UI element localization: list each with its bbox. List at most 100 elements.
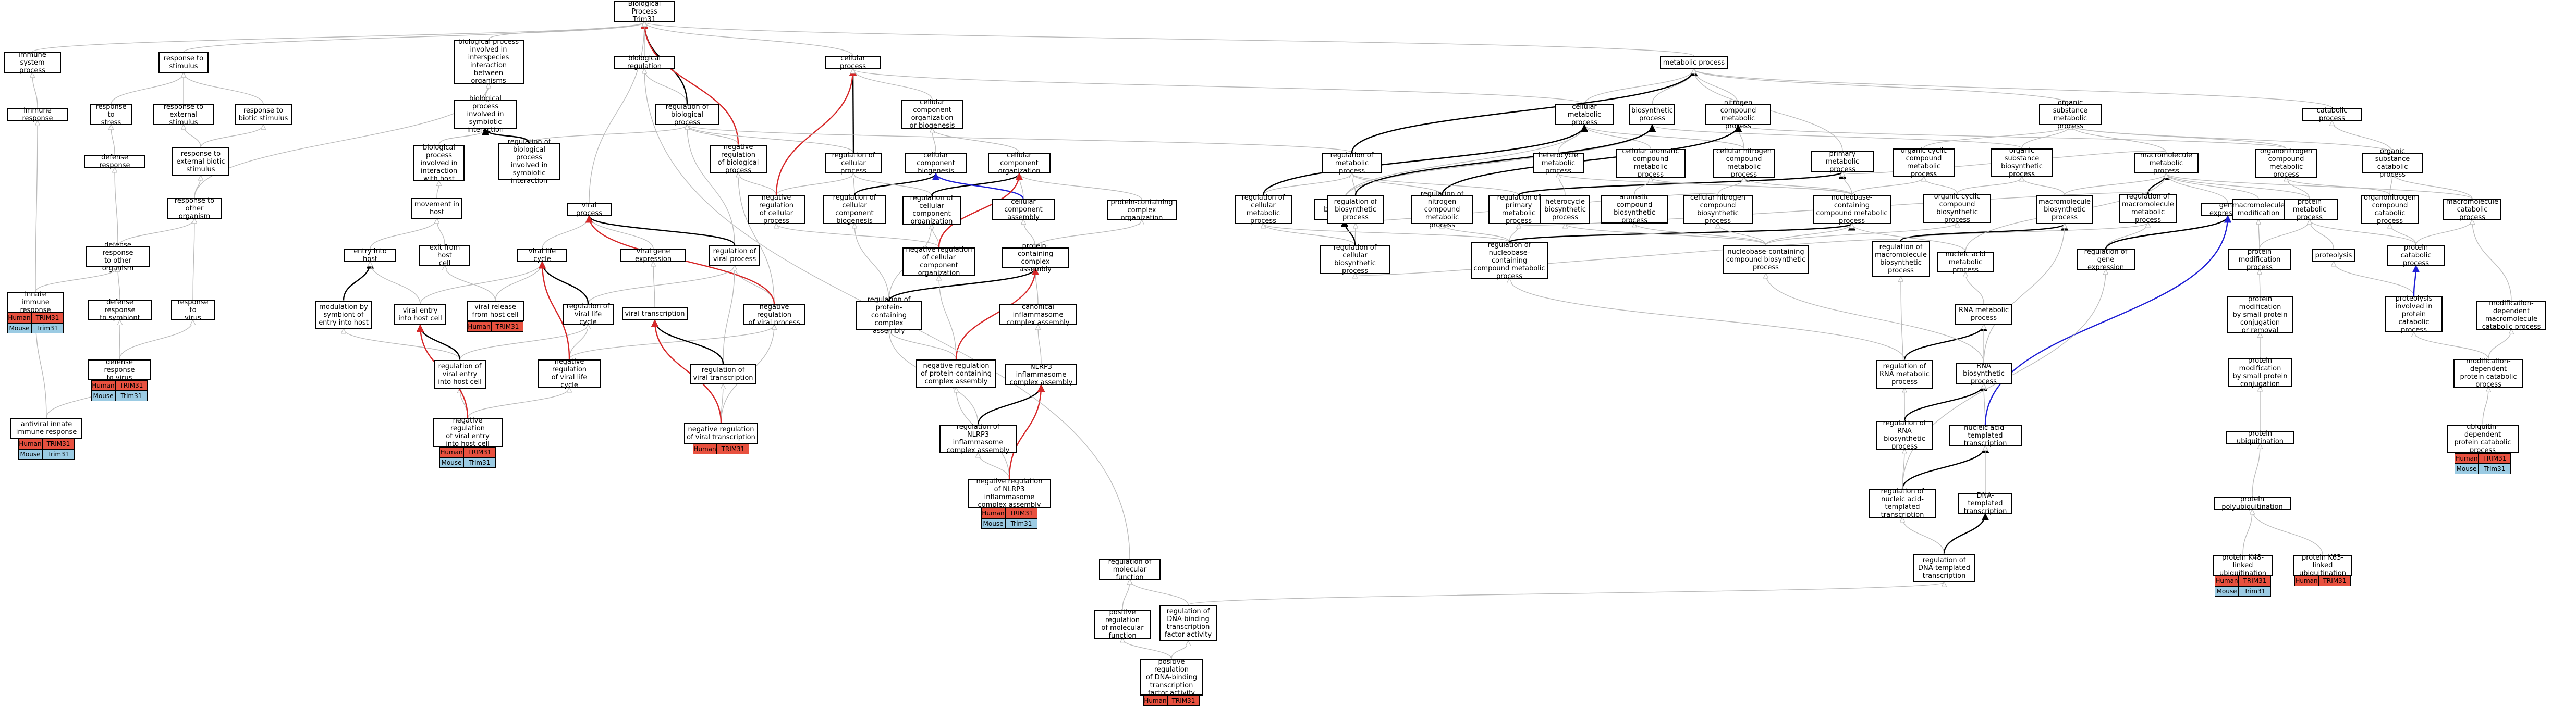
go-term-ppu[interactable]: protein polyubiquitination <box>2214 495 2291 511</box>
go-term-drv[interactable]: defense response to virus <box>88 358 151 382</box>
gene-symbol[interactable]: Trim31 <box>463 457 496 468</box>
go-term-nrnlrp3[interactable]: negative regulation of NLRP3 inflammasom… <box>968 478 1051 509</box>
go-term-pmod[interactable]: protein modification process <box>2228 248 2291 271</box>
go-term-vp[interactable]: viral process <box>567 202 612 217</box>
go-term-rvlc[interactable]: regulation of viral life cycle <box>563 303 614 326</box>
go-term-rmbp[interactable]: regulation of macromolecule biosynthetic… <box>1872 241 1930 277</box>
go-term-mmp[interactable]: macromolecule metabolic process <box>2134 152 2199 175</box>
go-term-mdpcp[interactable]: modification-dependent protein catabolic… <box>2453 357 2523 389</box>
gene-symbol[interactable]: Trim31 <box>2479 463 2511 474</box>
go-term-vge[interactable]: viral gene expression <box>620 247 686 263</box>
go-term-rpmp[interactable]: regulation of primary metabolic process <box>1488 194 1549 225</box>
go-term-rrmp[interactable]: regulation of RNA metabolic process <box>1876 359 1933 389</box>
go-term-rbp[interactable]: regulation of biological process <box>655 103 719 127</box>
go-term-cp[interactable]: cellular process <box>825 55 881 70</box>
go-term-rnatt[interactable]: regulation of nucleic acid-templated tra… <box>1869 488 1936 519</box>
go-term-mbp[interactable]: macromolecule biosynthetic process <box>2036 195 2093 224</box>
go-term-mih[interactable]: movement in host <box>411 198 462 219</box>
gene-symbol[interactable]: TRIM31 <box>2239 576 2271 586</box>
go-term-dtt[interactable]: DNA-templated transcription <box>1958 492 2012 515</box>
go-term-pmp[interactable]: primary metabolic process <box>1811 150 1874 173</box>
go-term-prot[interactable]: proteolysis <box>2312 249 2355 262</box>
go-term-rnamp[interactable]: RNA metabolic process <box>1955 304 2012 325</box>
go-term-nrbp[interactable]: negative regulation of biological proces… <box>710 143 767 175</box>
go-term-rmf[interactable]: regulation of molecular function <box>1099 558 1161 581</box>
go-term-rbs[interactable]: response to biotic stimulus <box>235 104 292 125</box>
go-term-rbsp2[interactable]: RNA biosynthetic process <box>1956 362 2012 386</box>
go-term-rv[interactable]: response to virus <box>171 299 215 322</box>
go-term-osmp[interactable]: organic substance metabolic process <box>2039 99 2102 130</box>
go-term-pcco[interactable]: protein-containing complex organization <box>1107 199 1177 222</box>
gene-symbol[interactable]: Trim31 <box>2239 586 2271 597</box>
go-term-cncbp[interactable]: cellular nitrogen compound biosynthetic … <box>1683 194 1753 225</box>
go-term-occmp[interactable]: organic cyclic compound metabolic proces… <box>1893 147 1955 178</box>
go-term-nrvp[interactable]: negative regulation of viral process <box>743 303 805 327</box>
go-term-vlc[interactable]: viral life cycle <box>517 247 567 263</box>
go-term-mdmcp[interactable]: modification-dependent macromolecule cat… <box>2476 300 2546 331</box>
go-term-pmspc[interactable]: protein modification by small protein co… <box>2228 357 2292 388</box>
go-term-nrcco[interactable]: negative regulation of cellular componen… <box>902 246 975 277</box>
go-term-catp[interactable]: catabolic process <box>2302 107 2362 122</box>
go-term-rbpisi[interactable]: regulation of biological process involve… <box>498 138 560 185</box>
gene-symbol[interactable]: TRIM31 <box>2318 576 2351 586</box>
go-term-rts[interactable]: response to stimulus <box>158 52 209 73</box>
gene-symbol[interactable]: TRIM31 <box>1005 507 1037 518</box>
go-term-cca[interactable]: cellular component assembly <box>992 198 1055 221</box>
go-term-rcp[interactable]: regulation of cellular process <box>825 152 882 175</box>
go-term-rdbtfa[interactable]: regulation of DNA-binding transcription … <box>1159 605 1217 641</box>
go-term-iss[interactable]: immune system process <box>4 51 61 75</box>
go-term-rveihc[interactable]: regulation of viral entry into host cell <box>434 359 486 389</box>
gene-symbol[interactable]: TRIM31 <box>31 313 64 323</box>
go-term-veihc[interactable]: viral entry into host cell <box>394 304 446 325</box>
go-term-aiir[interactable]: antiviral innate immune response <box>10 418 82 439</box>
go-term-nlrp3[interactable]: NLRP3 inflammasome complex assembly <box>1005 363 1077 387</box>
go-term-rvp[interactable]: regulation of viral process <box>709 245 760 266</box>
go-term-cmp[interactable]: cellular metabolic process <box>1555 103 1614 127</box>
go-term-mm[interactable]: macromolecule modification <box>2232 199 2285 220</box>
go-term-nccmp[interactable]: nucleobase-containing compound metabolic… <box>1813 194 1891 225</box>
go-term-rncmp[interactable]: regulation of nitrogen compound metaboli… <box>1411 190 1473 229</box>
go-term-hbp[interactable]: heterocycle biosynthetic process <box>1540 195 1590 224</box>
go-term-bsp[interactable]: biosynthetic process <box>1629 104 1675 125</box>
go-term-pmsp[interactable]: protein modification by small protein co… <box>2227 295 2293 334</box>
go-term-tfh[interactable]: exit from host cell <box>419 244 470 267</box>
go-term-cco[interactable]: cellular component organization <box>988 152 1051 175</box>
go-term-namp[interactable]: nucleic acid metabolic process <box>1937 251 1994 274</box>
go-term-dr[interactable]: defense response <box>84 154 145 169</box>
gene-symbol[interactable]: TRIM31 <box>42 439 75 449</box>
go-term-k48[interactable]: protein K48-linked ubiquitination <box>2213 554 2273 577</box>
go-term-rto[interactable]: response to other organism <box>167 197 222 220</box>
go-term-hmp[interactable]: heterocycle metabolic process <box>1533 152 1584 175</box>
go-term-camp[interactable]: cellular aromatic compound metabolic pro… <box>1616 147 1686 179</box>
go-term-ccob[interactable]: cellular component organization or bioge… <box>901 98 963 130</box>
go-term-rmmp[interactable]: regulation of macromolecule metabolic pr… <box>2119 193 2177 224</box>
go-term-mp[interactable]: metabolic process <box>1660 56 1728 69</box>
gene-symbol[interactable]: Trim31 <box>42 449 75 460</box>
go-term-vt[interactable]: viral transcription <box>622 307 688 320</box>
go-term-nrvlc[interactable]: negative regulation of viral life cycle <box>538 358 601 389</box>
go-term-bpisi[interactable]: biological process involved in symbiotic… <box>454 95 517 134</box>
go-term-oscp[interactable]: organic substance catabolic process <box>2362 147 2423 179</box>
go-term-drs[interactable]: defense response to symbiont <box>88 299 152 322</box>
go-term-pcca[interactable]: protein-containing complex assembly <box>1002 242 1069 274</box>
gene-symbol[interactable]: TRIM31 <box>2479 453 2511 464</box>
go-term-ir[interactable]: immune response <box>7 107 68 122</box>
gene-symbol[interactable]: TRIM31 <box>491 321 523 332</box>
go-term-ncmp[interactable]: nitrogen compound metabolic process <box>1705 99 1771 130</box>
go-term-natt[interactable]: nucleic acid-templated transcription <box>1949 424 2022 448</box>
go-term-nrcp[interactable]: negative regulation of cellular process <box>748 194 805 225</box>
go-term-mcp[interactable]: macromolecule catabolic process <box>2443 198 2501 221</box>
go-term-nrpcca[interactable]: negative regulation of protein-containin… <box>916 359 996 388</box>
go-term-rvt[interactable]: regulation of viral transcription <box>690 364 756 384</box>
go-term-rnccmp[interactable]: regulation of nucleobase-containing comp… <box>1471 241 1548 280</box>
go-term-rcco[interactable]: regulation of cellular component organiz… <box>902 194 961 226</box>
go-term-k63[interactable]: protein K63-linked ubiquitination <box>2293 554 2352 577</box>
gene-symbol[interactable]: TRIM31 <box>1167 696 1200 706</box>
gene-symbol[interactable]: Trim31 <box>1005 518 1037 529</box>
go-term-rnlrp3[interactable]: regulation of NLRP3 inflammasome complex… <box>939 423 1017 454</box>
go-term-bpiih[interactable]: biological process involved in interacti… <box>413 144 465 183</box>
go-term-occp[interactable]: organonitrogen compound catabolic proces… <box>2361 194 2419 225</box>
gene-symbol[interactable]: Trim31 <box>31 323 64 333</box>
go-term-cia[interactable]: canonical inflammasome complex assembly <box>999 303 1077 327</box>
go-term-nrveihc[interactable]: negative regulation of viral entry into … <box>433 417 503 448</box>
